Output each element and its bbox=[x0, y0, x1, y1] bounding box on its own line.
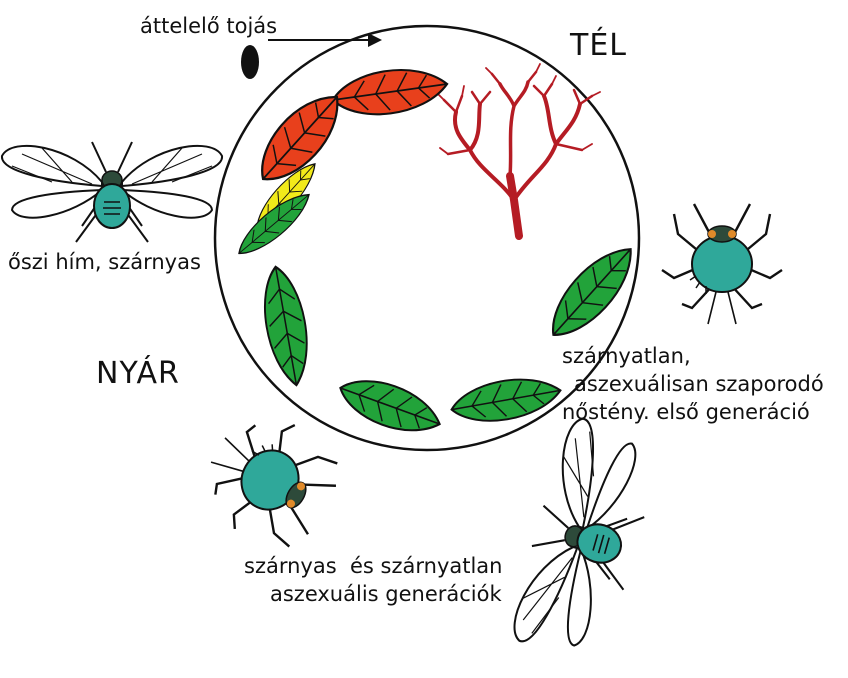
bare-tree-icon bbox=[437, 63, 601, 240]
leaf-icon bbox=[537, 234, 647, 350]
life-cycle-circle bbox=[213, 24, 641, 452]
leaf-icon bbox=[255, 262, 317, 390]
summer-generations-line1: szárnyas és szárnyatlan bbox=[244, 554, 503, 578]
female-label-line1: szárnyatlan, bbox=[562, 344, 691, 368]
leaf-icon bbox=[447, 370, 565, 430]
egg-icon bbox=[241, 45, 259, 79]
summer-label: NYÁR bbox=[96, 356, 180, 391]
aphid-icon bbox=[186, 396, 354, 564]
leaf-icon bbox=[328, 61, 452, 123]
cycle-arrow-icon bbox=[268, 33, 382, 47]
autumn-male-label: őszi hím, szárnyas bbox=[8, 250, 201, 274]
female-label-line2: aszexuálisan szaporodó bbox=[574, 372, 824, 396]
winged-aphid-icon bbox=[504, 413, 667, 666]
winged-aphid-icon bbox=[0, 141, 224, 243]
winter-label: TÉL bbox=[570, 28, 627, 63]
summer-generations-line2: aszexuális generációk bbox=[270, 582, 502, 606]
egg-label: áttelelő tojás bbox=[140, 14, 278, 38]
aphid-icon bbox=[660, 202, 784, 326]
leaf-icon bbox=[332, 367, 448, 445]
female-label-line3: nőstény. első generáció bbox=[562, 400, 810, 424]
